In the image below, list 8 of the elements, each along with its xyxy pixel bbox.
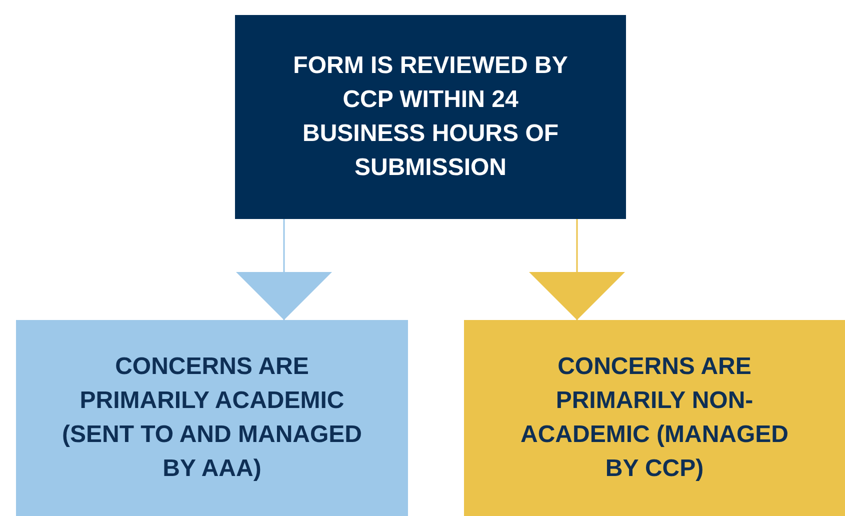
arrow bbox=[236, 219, 332, 320]
box-text: FORM IS REVIEWED BY CCP WITHIN 24 BUSINESS HOURS OF SUBMISSION bbox=[293, 51, 568, 183]
process-box bbox=[464, 320, 845, 516]
box-text: CONCERNS ARE PRIMARILY ACADEMIC (SENT TO AND MANAGED BY AAA) bbox=[61, 352, 363, 484]
process-box bbox=[16, 320, 408, 516]
arrow bbox=[529, 219, 625, 320]
box-text: CONCERNS ARE PRIMARILY NON-ACADEMIC (MANAGED BY CCP) bbox=[520, 352, 790, 484]
process-box bbox=[235, 15, 626, 219]
